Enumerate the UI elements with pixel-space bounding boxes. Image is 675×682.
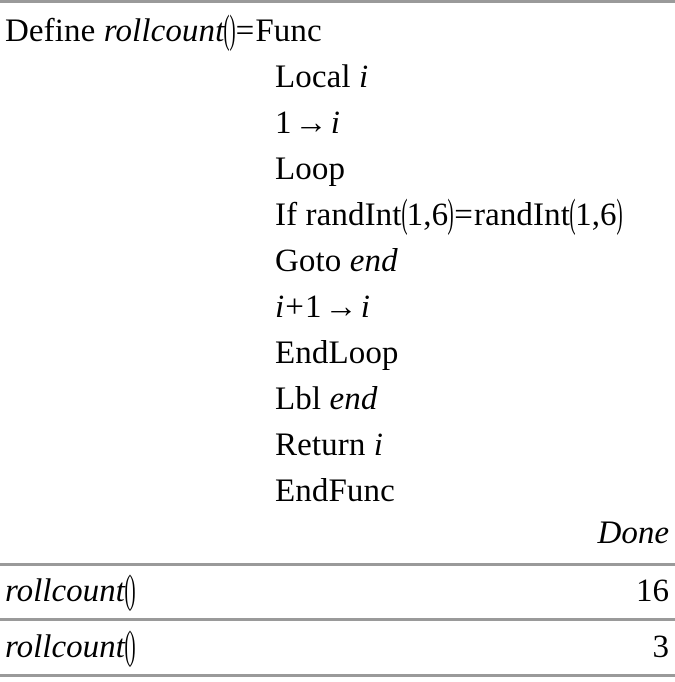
code-token-paren: (: [223, 8, 231, 53]
code-line: i+1→i: [0, 284, 675, 330]
result-entry-1[interactable]: rollcount(): [5, 568, 135, 614]
code-token-num: 1: [305, 289, 322, 325]
code-token-kw: Define: [5, 13, 104, 49]
define-result-row: Done: [0, 510, 675, 556]
result-value-2: 3: [652, 629, 670, 665]
code-token-var: end: [329, 381, 378, 417]
result-row-1[interactable]: rollcount() 16: [0, 568, 675, 614]
code-token-kw: If randInt: [275, 197, 402, 233]
code-line: EndFunc: [0, 468, 675, 514]
code-token-var: i: [275, 289, 285, 325]
code-token-arrow: →: [294, 105, 328, 141]
code-token-var: end: [349, 243, 398, 279]
result-entry-2-open-paren: (: [124, 624, 131, 669]
separator-line-between-results: [0, 618, 675, 621]
result-entry-2[interactable]: rollcount(): [5, 624, 135, 670]
result-value-1: 16: [636, 573, 669, 609]
separator-line-bottom: [0, 674, 675, 677]
code-token-var: i: [373, 427, 384, 463]
code-line: If randInt(1,6)=randInt(1,6): [0, 192, 675, 238]
code-token-paren: (: [401, 192, 408, 237]
code-token-paren: ): [228, 8, 236, 53]
code-token-arrow: →: [324, 289, 358, 325]
code-token-kw: EndLoop: [275, 335, 399, 371]
code-line: Return i: [0, 422, 675, 468]
result-row-2[interactable]: rollcount() 3: [0, 624, 675, 670]
separator-line-after-define: [0, 563, 675, 566]
code-token-var: i: [330, 105, 340, 141]
code-token-num: 1,6: [406, 197, 449, 233]
code-token-kw: randInt: [474, 197, 570, 233]
code-token-op: =: [235, 13, 255, 49]
code-token-kw: Func: [255, 13, 322, 49]
code-token-kw: Goto: [275, 243, 350, 279]
code-token-var: i: [358, 59, 369, 95]
code-token-op: +: [285, 289, 304, 325]
result-entry-1-open-paren: (: [124, 568, 131, 613]
code-line: 1→i: [0, 100, 675, 146]
code-line: Lbl end: [0, 376, 675, 422]
separator-line-top: [0, 0, 675, 3]
code-token-num: 1,6: [575, 197, 617, 233]
code-token-kw: Loop: [275, 151, 346, 187]
code-line: Local i: [0, 54, 675, 100]
define-result-value: Done: [597, 515, 669, 551]
code-token-kw: EndFunc: [275, 473, 395, 509]
code-token-op: =: [454, 197, 473, 233]
code-line: Loop: [0, 146, 675, 192]
code-token-paren: ): [616, 192, 623, 237]
code-token-var: rollcount: [103, 13, 225, 49]
result-entry-2-close-paren: ): [129, 624, 136, 669]
result-entry-1-name: rollcount: [5, 573, 125, 609]
code-line: Define rollcount()=Func: [0, 8, 675, 54]
code-token-paren: ): [447, 192, 454, 237]
code-token-kw: Local: [275, 59, 359, 95]
code-line: Goto end: [0, 238, 675, 284]
code-line: EndLoop: [0, 330, 675, 376]
result-entry-1-close-paren: ): [129, 568, 136, 613]
code-token-kw: Lbl: [275, 381, 330, 417]
code-token-kw: Return: [275, 427, 374, 463]
result-entry-2-name: rollcount: [5, 629, 125, 665]
code-token-num: 1: [275, 105, 292, 141]
code-token-var: i: [360, 289, 370, 325]
code-token-paren: (: [569, 192, 576, 237]
